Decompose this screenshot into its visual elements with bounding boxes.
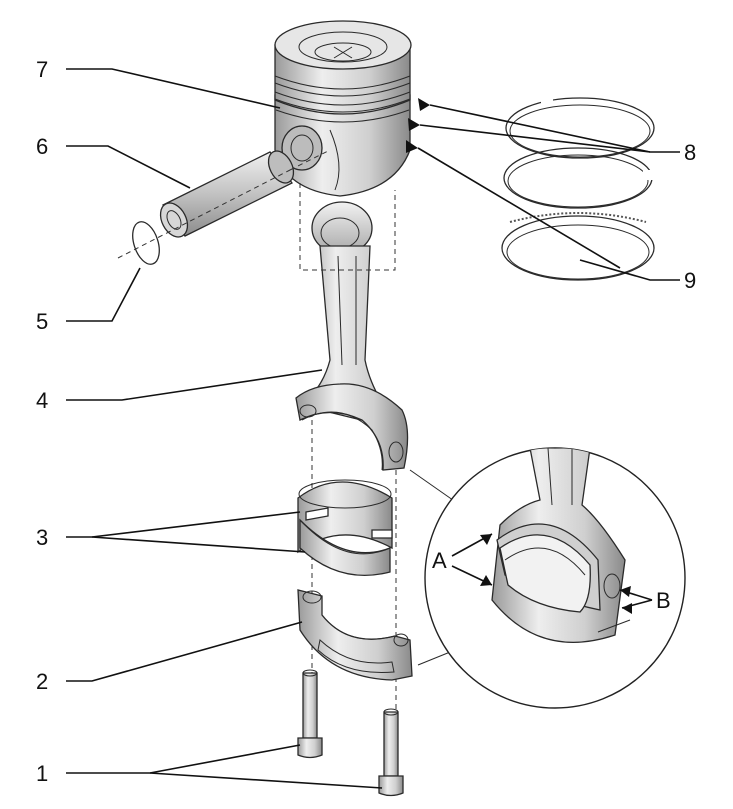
piston: [274, 20, 412, 197]
detail-label-b: B: [656, 588, 671, 613]
detail-view: [409, 447, 686, 709]
piston-rings: [501, 96, 655, 281]
callout-5: 5: [36, 309, 48, 334]
leader-lines: [66, 68, 680, 789]
bearing-shells: [297, 479, 393, 577]
connecting-rod: [295, 201, 409, 471]
callout-2: 2: [36, 669, 48, 694]
callout-6: 6: [36, 134, 48, 159]
callout-9: 9: [684, 268, 696, 293]
bearing-cap: [297, 589, 413, 681]
callout-7: 7: [36, 57, 48, 82]
arrowheads: [406, 98, 632, 614]
callout-8: 8: [684, 140, 696, 165]
callout-labels: 7 6 5 4 3 2 1 8 9 A B: [36, 57, 696, 786]
cap-bolts: [297, 669, 404, 797]
piston-pin: [159, 150, 295, 238]
callout-4: 4: [36, 388, 48, 413]
callout-3: 3: [36, 525, 48, 550]
circlip: [132, 221, 160, 265]
detail-label-a: A: [432, 548, 447, 573]
callout-1: 1: [36, 761, 48, 786]
